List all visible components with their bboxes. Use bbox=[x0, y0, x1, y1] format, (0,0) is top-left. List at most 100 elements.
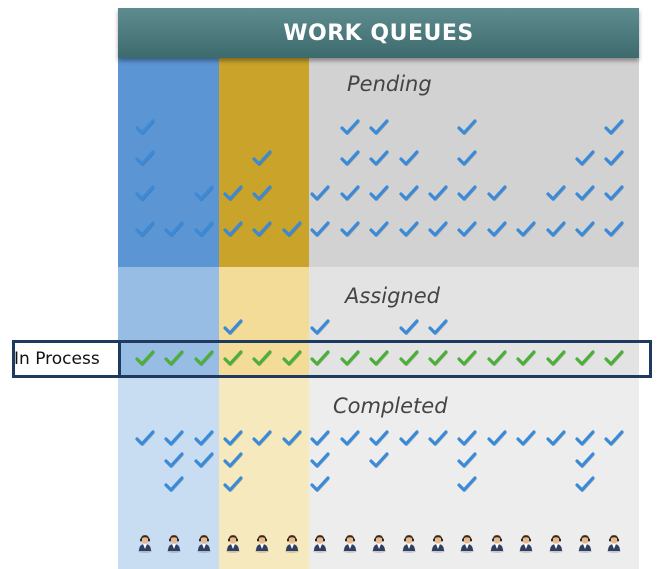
worker-person-icon bbox=[372, 535, 386, 553]
pending-check-icon bbox=[252, 221, 272, 237]
in-process-check-icon bbox=[487, 350, 507, 366]
worker-person-icon bbox=[197, 535, 211, 553]
pending-check-icon bbox=[135, 221, 155, 237]
completed-check-icon bbox=[546, 430, 566, 446]
worker-person-icon bbox=[549, 535, 563, 553]
assigned-check-icon bbox=[310, 319, 330, 335]
completed-check-icon bbox=[223, 430, 243, 446]
pending-check-icon bbox=[340, 119, 360, 135]
in-process-check-icon bbox=[369, 350, 389, 366]
completed-check-icon bbox=[135, 430, 155, 446]
in-process-check-icon bbox=[164, 350, 184, 366]
completed-check-icon bbox=[575, 452, 595, 468]
worker-person-icon bbox=[578, 535, 592, 553]
pending-check-icon bbox=[252, 150, 272, 166]
completed-check-icon bbox=[223, 452, 243, 468]
pending-check-icon bbox=[604, 221, 624, 237]
pending-check-icon bbox=[516, 221, 536, 237]
completed-check-icon bbox=[223, 476, 243, 492]
completed-check-icon bbox=[310, 430, 330, 446]
in-process-row-frame bbox=[12, 340, 652, 378]
in-process-check-icon bbox=[282, 350, 302, 366]
completed-check-icon bbox=[310, 452, 330, 468]
pending-check-icon bbox=[369, 221, 389, 237]
completed-check-icon bbox=[604, 430, 624, 446]
assigned-check-icon bbox=[399, 319, 419, 335]
worker-person-icon bbox=[519, 535, 533, 553]
in-process-check-icon bbox=[310, 350, 330, 366]
in-process-label: In Process bbox=[14, 349, 100, 369]
worker-person-icon bbox=[431, 535, 445, 553]
completed-check-icon bbox=[428, 430, 448, 446]
pending-check-icon bbox=[223, 185, 243, 201]
completed-check-icon bbox=[340, 430, 360, 446]
pending-check-icon bbox=[428, 185, 448, 201]
worker-person-icon bbox=[313, 535, 327, 553]
pending-check-icon bbox=[135, 185, 155, 201]
in-process-check-icon bbox=[340, 350, 360, 366]
pending-check-icon bbox=[457, 150, 477, 166]
pending-check-icon bbox=[369, 119, 389, 135]
completed-check-icon bbox=[369, 430, 389, 446]
pending-check-icon bbox=[546, 221, 566, 237]
pending-check-icon bbox=[194, 221, 214, 237]
pending-check-icon bbox=[575, 185, 595, 201]
pending-check-icon bbox=[135, 150, 155, 166]
completed-check-icon bbox=[457, 476, 477, 492]
in-process-check-icon bbox=[457, 350, 477, 366]
pending-check-icon bbox=[164, 221, 184, 237]
pending-check-icon bbox=[604, 119, 624, 135]
pending-check-icon bbox=[546, 185, 566, 201]
completed-check-icon bbox=[369, 452, 389, 468]
completed-check-icon bbox=[164, 452, 184, 468]
pending-check-icon bbox=[223, 221, 243, 237]
section-label-assigned: Assigned bbox=[345, 284, 440, 308]
completed-check-icon bbox=[282, 430, 302, 446]
pending-check-icon bbox=[399, 221, 419, 237]
in-process-check-icon bbox=[546, 350, 566, 366]
completed-check-icon bbox=[457, 430, 477, 446]
completed-check-icon bbox=[252, 430, 272, 446]
pending-check-icon bbox=[457, 221, 477, 237]
in-process-check-icon bbox=[399, 350, 419, 366]
in-process-check-icon bbox=[252, 350, 272, 366]
worker-person-icon bbox=[255, 535, 269, 553]
pending-check-icon bbox=[399, 185, 419, 201]
in-process-check-icon bbox=[575, 350, 595, 366]
worker-person-icon bbox=[167, 535, 181, 553]
pending-check-icon bbox=[399, 150, 419, 166]
worker-person-icon bbox=[285, 535, 299, 553]
worker-person-icon bbox=[402, 535, 416, 553]
worker-person-icon bbox=[343, 535, 357, 553]
worker-person-icon bbox=[460, 535, 474, 553]
pending-check-icon bbox=[575, 150, 595, 166]
pending-check-icon bbox=[310, 221, 330, 237]
completed-check-icon bbox=[399, 430, 419, 446]
section-label-pending: Pending bbox=[347, 72, 432, 96]
completed-check-icon bbox=[310, 476, 330, 492]
in-process-check-icon bbox=[604, 350, 624, 366]
completed-check-icon bbox=[516, 430, 536, 446]
pending-check-icon bbox=[487, 185, 507, 201]
pending-check-icon bbox=[369, 150, 389, 166]
assigned-check-icon bbox=[223, 319, 243, 335]
pending-check-icon bbox=[252, 185, 272, 201]
completed-check-icon bbox=[164, 476, 184, 492]
pending-check-icon bbox=[310, 185, 330, 201]
pending-check-icon bbox=[457, 119, 477, 135]
completed-check-icon bbox=[194, 452, 214, 468]
pending-check-icon bbox=[428, 221, 448, 237]
worker-person-icon bbox=[490, 535, 504, 553]
in-process-check-icon bbox=[194, 350, 214, 366]
in-process-check-icon bbox=[223, 350, 243, 366]
pending-check-icon bbox=[604, 150, 624, 166]
pending-check-icon bbox=[340, 150, 360, 166]
section-label-completed: Completed bbox=[333, 394, 448, 418]
assigned-check-icon bbox=[428, 319, 448, 335]
worker-person-icon bbox=[226, 535, 240, 553]
worker-person-icon bbox=[607, 535, 621, 553]
header-title: WORK QUEUES bbox=[283, 20, 474, 46]
in-process-check-icon bbox=[516, 350, 536, 366]
worker-person-icon bbox=[138, 535, 152, 553]
